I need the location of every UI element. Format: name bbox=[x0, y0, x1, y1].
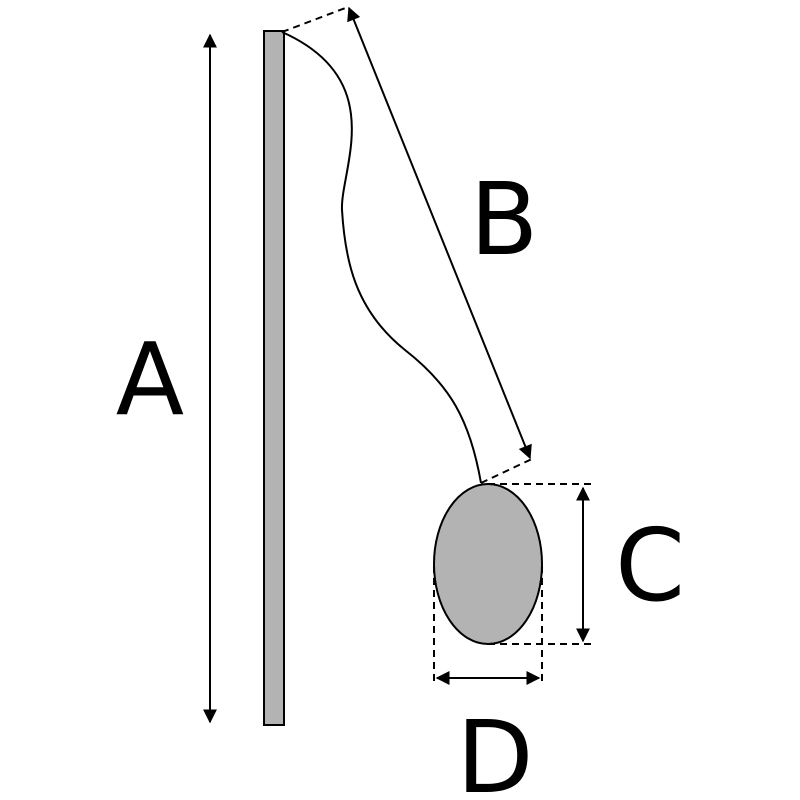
string-curve bbox=[281, 31, 482, 484]
dimension-a-label: A bbox=[116, 321, 184, 438]
dimension-b-label: B bbox=[470, 161, 539, 278]
vertical-pole bbox=[263, 30, 285, 726]
bob-ellipse bbox=[433, 483, 543, 645]
dimension-d-label: D bbox=[456, 699, 533, 800]
extension-lines bbox=[281, 6, 592, 682]
dimension-c-label: C bbox=[615, 507, 685, 624]
dimension-b-arrow bbox=[347, 6, 532, 460]
